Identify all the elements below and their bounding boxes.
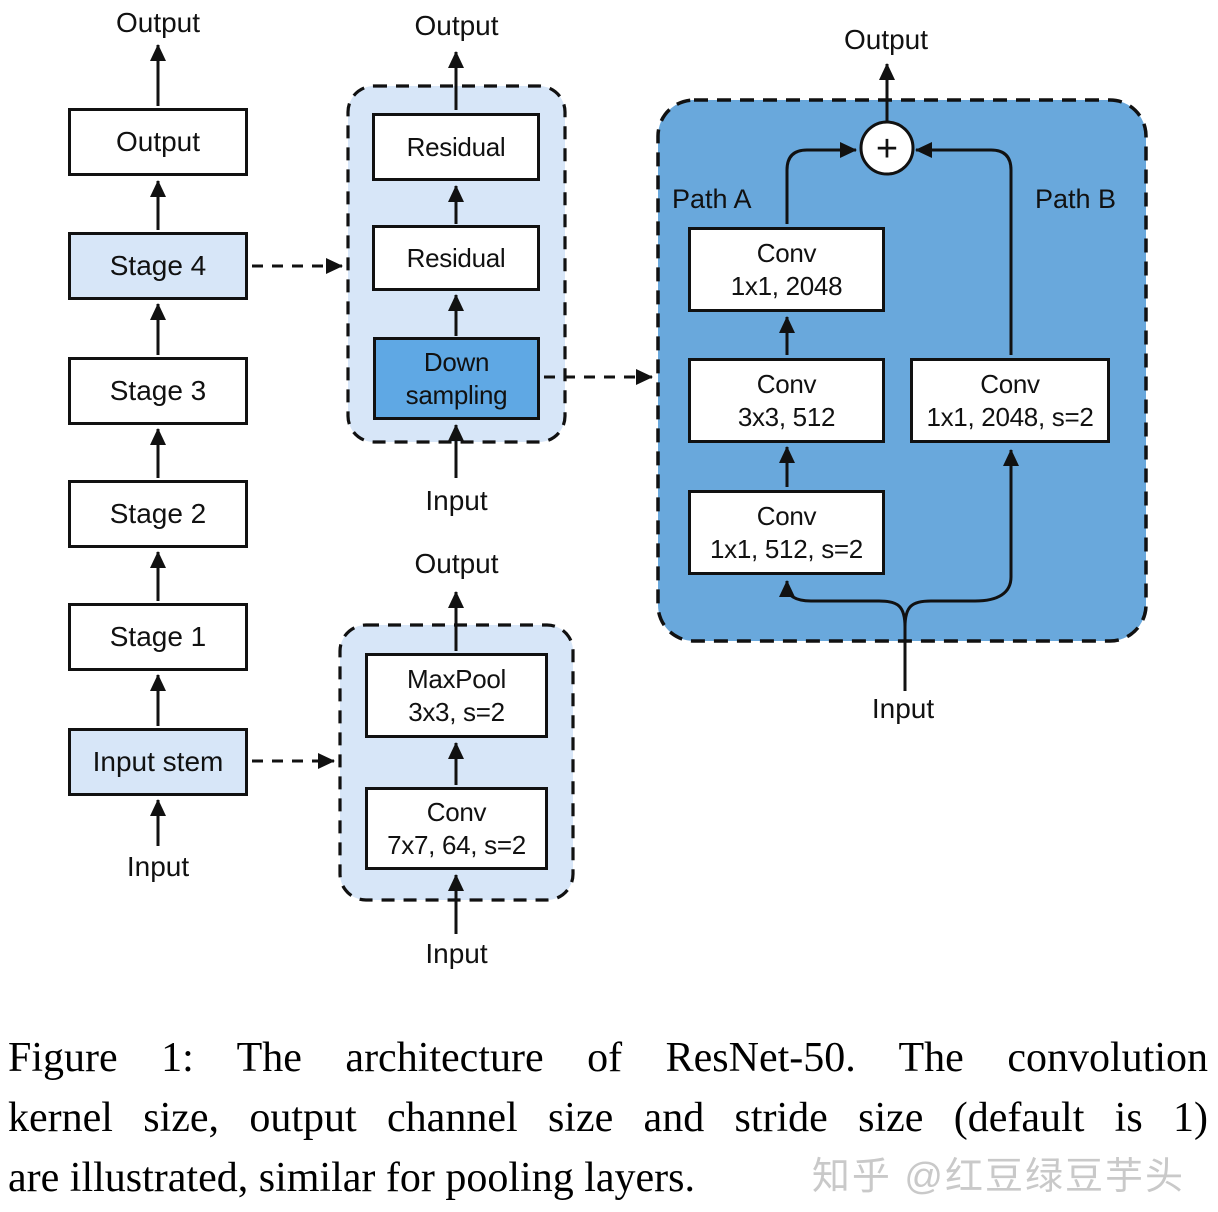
stage-box-output: Output bbox=[68, 108, 248, 176]
path-a-label: Path A bbox=[672, 184, 752, 214]
residual-box-bottom: Residual bbox=[372, 225, 540, 291]
fork-right-branch bbox=[903, 449, 1019, 628]
stage-box-stage-2: Stage 2 bbox=[68, 480, 248, 548]
stage-detail-input-label: Input bbox=[425, 485, 488, 516]
maxpool-label-line1: MaxPool bbox=[406, 663, 507, 694]
conv-label-line2: 1x1, 512, s=2 bbox=[710, 533, 863, 564]
maxpool-label-line2: 3x3, s=2 bbox=[408, 696, 505, 727]
stem-detail-input-label: Input bbox=[425, 938, 488, 969]
fork-left-branch bbox=[779, 580, 907, 628]
stem-conv-box: Conv 7x7, 64, s=2 bbox=[365, 787, 548, 870]
downsampling-label-line1: Down bbox=[423, 346, 490, 377]
plus-node bbox=[859, 120, 915, 176]
stage-box-input-stem: Input stem bbox=[68, 728, 248, 796]
caption-line-1: Figure 1: The architecture of ResNet-50.… bbox=[8, 1035, 1208, 1081]
conv-label-line2: 3x3, 512 bbox=[737, 401, 836, 432]
conv-label-line2: 1x1, 2048, s=2 bbox=[926, 401, 1094, 432]
overview-output-label: Output bbox=[115, 7, 201, 38]
conv-label-line1: Conv bbox=[980, 368, 1040, 399]
caption-line-3: are illustrated, similar for pooling lay… bbox=[8, 1155, 695, 1201]
conv-1x1-512-s2-box: Conv 1x1, 512, s=2 bbox=[688, 490, 885, 575]
bottleneck-output-label: Output bbox=[843, 24, 929, 55]
conv-label-line1: Conv bbox=[756, 237, 817, 268]
stage-box-stage-3: Stage 3 bbox=[68, 357, 248, 425]
caption-line-2: kernel size, output channel size and str… bbox=[8, 1095, 1208, 1141]
stage-box-stage-1: Stage 1 bbox=[68, 603, 248, 671]
maxpool-box: MaxPool 3x3, s=2 bbox=[365, 653, 548, 738]
zhihu-watermark: 知乎 @红豆绿豆芋头 bbox=[811, 1156, 1185, 1198]
stem-detail-output-label: Output bbox=[414, 548, 499, 579]
path-b-label: Path B bbox=[1035, 184, 1117, 214]
conv-label-line1: Conv bbox=[756, 368, 817, 399]
conv-3x3-512-box: Conv 3x3, 512 bbox=[688, 358, 885, 443]
stage-box-stage-4: Stage 4 bbox=[68, 232, 248, 300]
bottleneck-arrows bbox=[779, 63, 1019, 691]
path-a-to-plus bbox=[785, 142, 857, 224]
path-b-to-plus bbox=[915, 142, 1013, 355]
conv-label-line2: 1x1, 2048 bbox=[730, 270, 843, 301]
residual-label: Residual bbox=[406, 131, 506, 162]
plus-symbol: + bbox=[876, 128, 898, 170]
stage-detail-output-label: Output bbox=[414, 10, 499, 41]
expand-arrows bbox=[252, 258, 653, 769]
conv-1x1-2048-box: Conv 1x1, 2048 bbox=[688, 227, 885, 312]
conv-label-line1: Conv bbox=[426, 796, 487, 827]
residual-box-top: Residual bbox=[372, 113, 540, 181]
figure-caption: Figure 1: The architecture of ResNet-50.… bbox=[8, 1028, 1208, 1208]
conv-1x1-2048-s2-box: Conv 1x1, 2048, s=2 bbox=[910, 358, 1110, 443]
downsampling-box: Down sampling bbox=[373, 337, 540, 420]
conv-label-line2: 7x7, 64, s=2 bbox=[387, 829, 526, 860]
conv-label-line1: Conv bbox=[756, 500, 817, 531]
residual-label: Residual bbox=[406, 242, 506, 273]
overview-input-label: Input bbox=[126, 851, 190, 882]
downsampling-label-line2: sampling bbox=[405, 379, 508, 410]
bottleneck-input-label: Input bbox=[871, 693, 935, 724]
